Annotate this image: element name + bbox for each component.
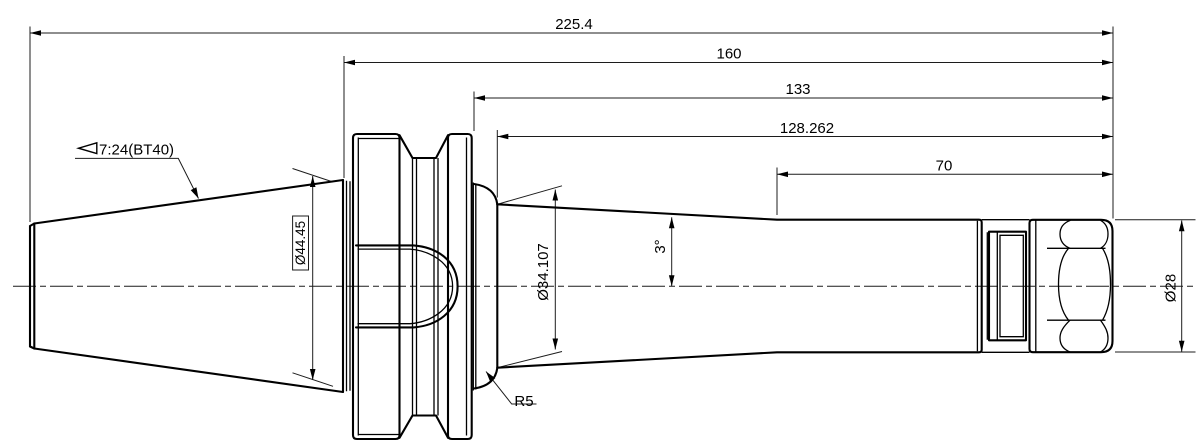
dim-flange-rear-to-tip: 133 <box>785 81 810 98</box>
leader-lines <box>75 157 537 405</box>
nut-hex-flat-arcs <box>1057 219 1112 353</box>
fillet-radius-label: R5 <box>514 393 533 410</box>
flange-rear-step-fillets <box>472 182 499 391</box>
basic-dimension-box <box>292 215 310 271</box>
r5-leader <box>485 371 537 405</box>
arrowheads <box>30 30 1185 383</box>
flange-v-groove <box>398 134 450 439</box>
dim-gauge-to-tip: 160 <box>716 46 741 63</box>
dim-overall-length: 225.4 <box>555 16 593 33</box>
taper-spec-label: 7:24(BT40) <box>99 142 174 159</box>
taper-shank-outline <box>28 178 351 394</box>
taper-leader-arrow <box>190 187 199 199</box>
dimension-texts: 225.4 160 133 128.262 70 Ø44.45 Ø34.107 … <box>99 16 1180 410</box>
body-outline <box>496 203 983 369</box>
nut-hex-lines <box>1047 247 1106 321</box>
dimension-lines <box>30 32 1183 380</box>
dim-neck-diameter: Ø34.107 <box>535 243 552 301</box>
dim-gauge-diameter: Ø44.45 <box>293 221 308 265</box>
flange-rear-outline <box>446 132 473 441</box>
taper-label-leader <box>75 157 199 199</box>
dim-body-taper-angle: 3° <box>652 239 669 253</box>
dim-cylinder-to-tip: 70 <box>936 158 953 175</box>
flange-keyway-slot <box>354 244 459 329</box>
relief-groove-outline <box>981 219 1030 353</box>
dim-neck-start-to-tip: 128.262 <box>780 120 834 137</box>
part-outline <box>28 132 1114 441</box>
dim-nut-diameter: Ø28 <box>1163 274 1180 302</box>
extension-lines <box>29 26 1196 387</box>
taper-symbol-icon <box>76 141 98 155</box>
collet-nut-outline <box>1028 218 1114 354</box>
